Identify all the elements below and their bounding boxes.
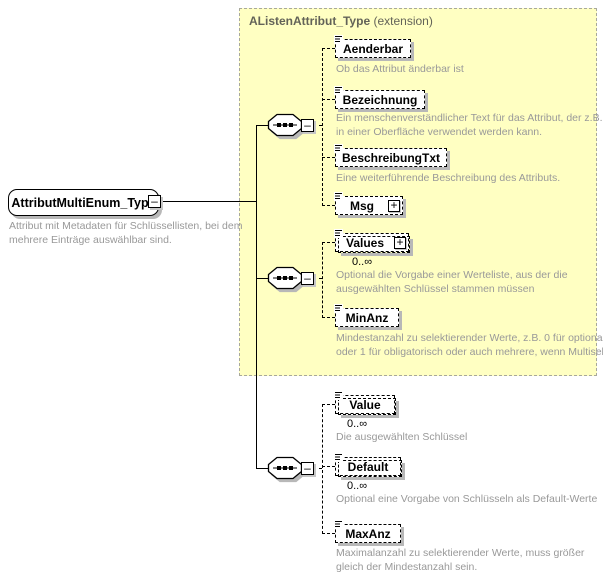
element-aenderbar[interactable]: Aenderbar [334,35,411,58]
sequence-collapse-toggle[interactable]: – [301,119,314,132]
element-label: Msg [350,198,374,213]
connector-line-optional [313,125,322,126]
element-msg[interactable]: Msg + [334,192,403,215]
collapse-icon: – [304,118,311,132]
element-label: Value [349,397,381,412]
connector-branch-optional [322,48,323,206]
multiplicity-label: 0..∞ [352,256,373,268]
expand-toggle[interactable]: + [394,234,406,249]
root-element-attributmultienum-type[interactable]: AttributMultiEnum_Type [8,189,159,216]
element-annotation: Ein menschenverständlicher Text für das … [336,112,603,138]
collapse-icon: – [151,194,158,208]
element-bezeichnung[interactable]: Bezeichnung [334,86,425,109]
connector-stub [322,99,335,100]
multiplicity-label: 0..∞ [347,480,368,492]
root-annotation: Attribut mit Metadaten für Schlüssellist… [9,220,243,246]
element-annotation: Optional die Vorgabe einer Werteliste, a… [336,269,568,295]
connector-stub [322,404,335,405]
text-element-icon [334,86,343,95]
connector-stub [322,533,335,534]
connector-stub [322,48,335,49]
text-element-icon [334,391,343,400]
extension-title: AListenAttribut_Type (extension) [249,14,433,28]
element-beschreibungtxt[interactable]: BeschreibungTxt [334,144,447,167]
extension-type-name: AListenAttribut_Type [249,14,371,28]
element-label: BeschreibungTxt [341,150,440,165]
connector-trunk [256,125,257,468]
root-collapse-toggle[interactable]: – [148,195,161,208]
element-minanz[interactable]: MinAnz [334,304,399,327]
element-value[interactable]: Value [334,391,396,415]
extension-frame [239,8,597,376]
sequence-collapse-toggle[interactable]: – [301,272,314,285]
element-label: Bezeichnung [342,92,418,107]
multiplicity-label: 0..∞ [347,418,368,430]
text-element-icon [334,35,343,44]
connector-stub [322,317,335,318]
connector-line-optional [313,278,322,279]
element-annotation: Mindestanzahl zu selektierender Werte, z… [336,332,603,358]
connector-branch-optional [322,404,323,534]
connector-line [256,468,268,469]
text-element-icon [334,144,343,153]
text-element-icon [334,520,343,529]
connector-line [160,201,256,202]
expand-toggle[interactable]: + [388,197,400,212]
connector-line [256,125,268,126]
element-values[interactable]: Values + [334,229,410,253]
collapse-icon: – [304,271,311,285]
element-annotation: Eine weiterführende Beschreibung des Att… [336,172,561,184]
element-annotation: Ob das Attribut änderbar ist [336,63,464,75]
connector-stub [322,205,335,206]
text-element-icon [334,304,343,313]
element-annotation: Die ausgewählten Schlüssel [336,431,468,443]
element-label: Values [345,235,385,250]
element-label: MaxAnz [345,526,391,541]
connector-stub [322,466,335,467]
expand-icon: + [396,234,404,249]
text-element-icon [334,229,343,238]
connector-stub [322,242,335,243]
text-element-icon [334,192,343,201]
element-maxanz[interactable]: MaxAnz [334,520,401,543]
connector-line-optional [313,468,322,469]
element-label: Default [347,459,389,474]
connector-branch-optional [322,242,323,318]
sequence-collapse-toggle[interactable]: – [301,462,314,475]
collapse-icon: – [304,461,311,475]
sequence-compositor-icon[interactable] [267,456,303,480]
text-element-icon [334,453,343,462]
extension-kind-label: (extension) [373,14,433,28]
expand-icon: + [390,197,398,212]
element-label: Aenderbar [342,41,404,56]
root-element-label: AttributMultiEnum_Type [11,195,156,210]
connector-stub [322,157,335,158]
element-label: MinAnz [345,310,389,325]
element-annotation: Maximalanzahl zu selektierender Werte, m… [336,547,585,573]
sequence-compositor-icon[interactable] [267,266,303,290]
element-default[interactable]: Default [334,453,402,477]
sequence-compositor-icon[interactable] [267,113,303,137]
element-annotation: Optional eine Vorgabe von Schlüsseln als… [336,493,598,505]
connector-line [256,278,268,279]
